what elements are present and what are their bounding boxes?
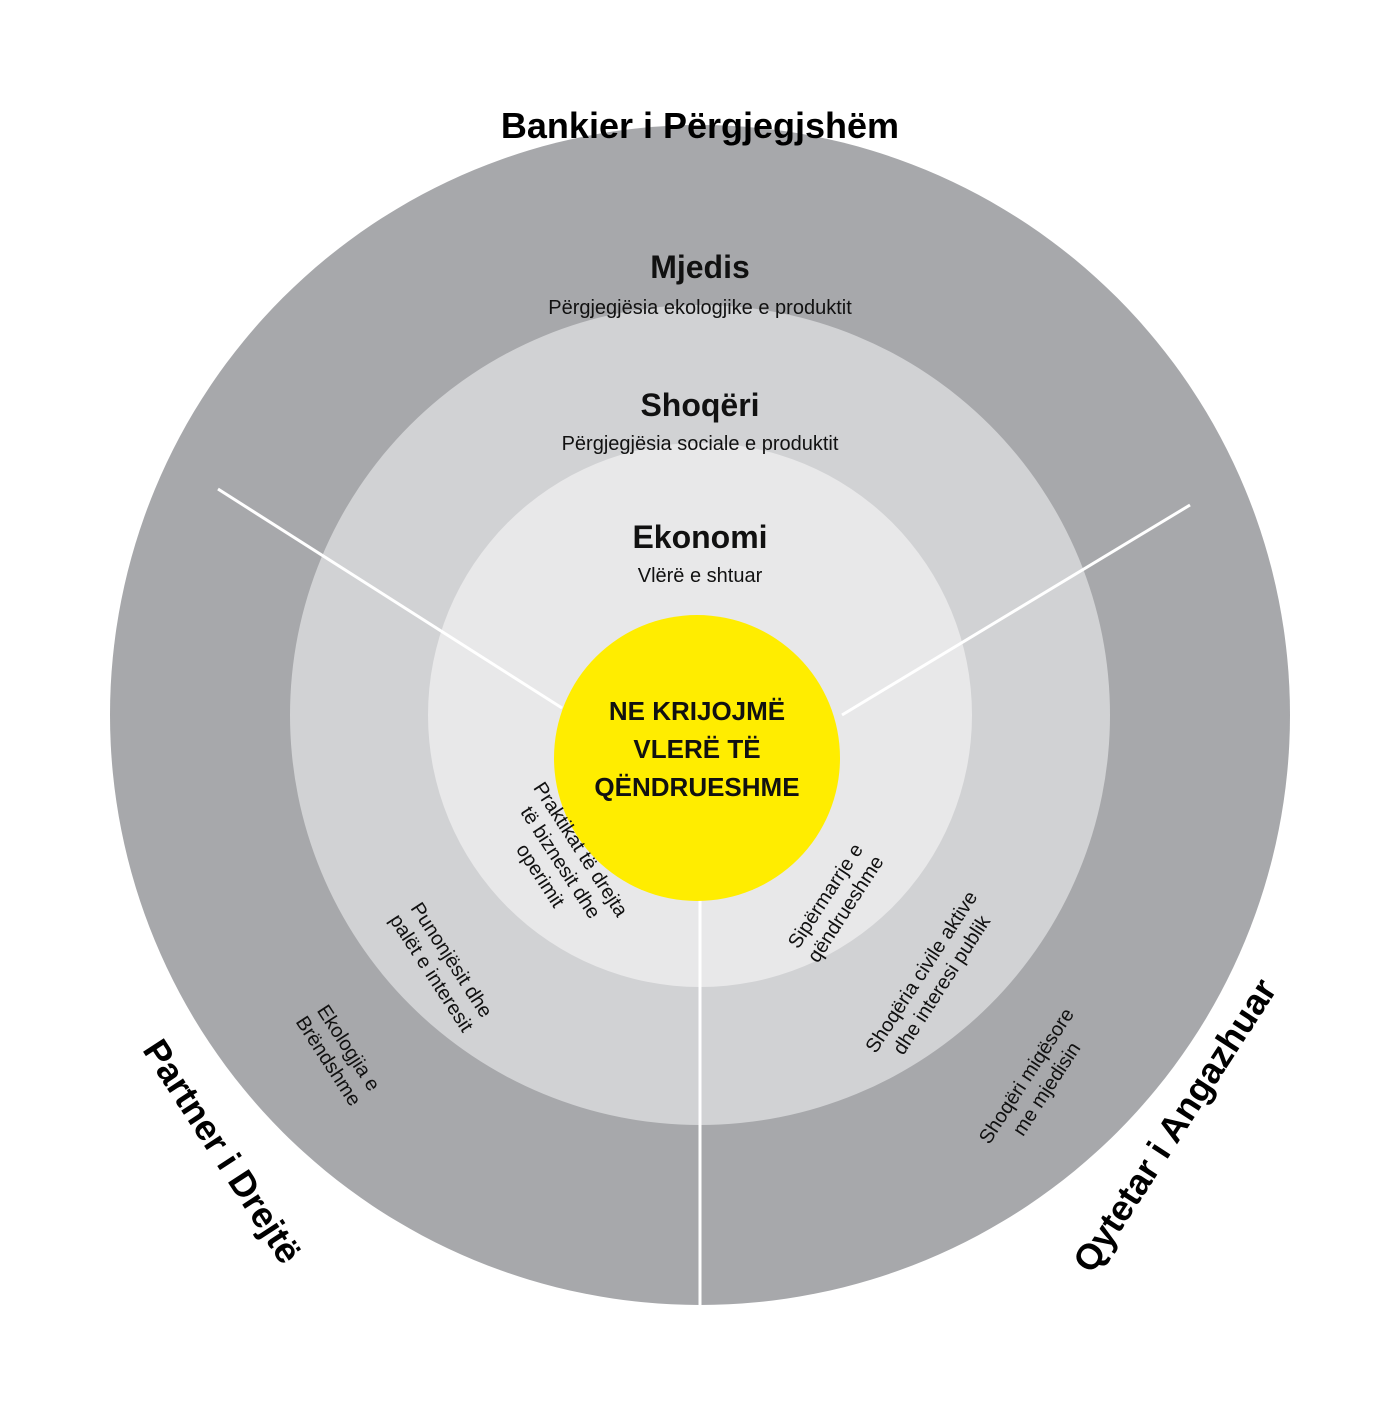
top-title: Bankier i Përgjegjshëm xyxy=(501,105,899,146)
core-line-2: VLERË TË xyxy=(633,734,760,764)
outer-ring-title: Mjedis xyxy=(650,249,750,285)
middle-ring-subtitle: Përgjegjësia sociale e produktit xyxy=(562,433,839,455)
core-line-3: QËNDRUESHME xyxy=(594,772,799,802)
middle-ring-title: Shoqëri xyxy=(640,387,759,423)
core-circle xyxy=(554,615,840,901)
inner-ring-subtitle: Vlërë e shtuar xyxy=(638,565,763,587)
inner-ring-title: Ekonomi xyxy=(632,519,767,555)
core-line-1: NE KRIJOJMË xyxy=(609,696,785,726)
divider-right xyxy=(841,503,1191,717)
divider-left xyxy=(217,487,563,710)
outer-ring-subtitle: Përgjegjësia ekologjike e produktit xyxy=(548,297,852,319)
